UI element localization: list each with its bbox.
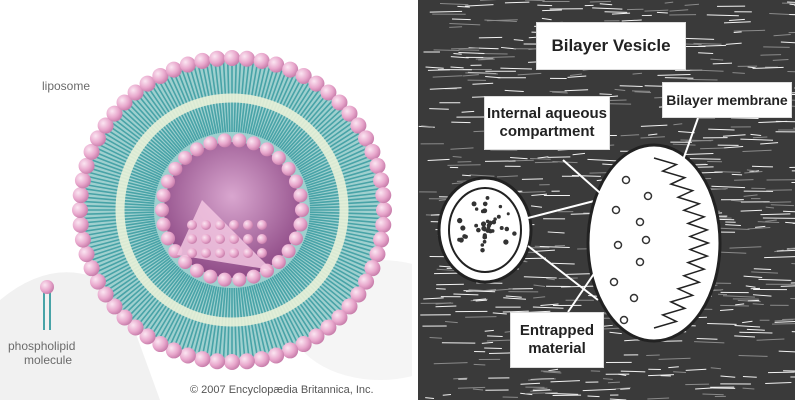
phospholipid-label: phospholipid [8,340,75,353]
bilayer-membrane-box: Bilayer membrane [662,82,792,118]
zoom-line [528,200,598,218]
membrane-label: Bilayer membrane [666,91,787,109]
liposome-sphere [72,50,392,370]
bilayer-vesicle-sketch-panel: Bilayer Vesicle Internal aqueous compart… [418,0,795,400]
title-box: Bilayer Vesicle [536,22,686,70]
liposome-illustration-panel: liposome phospholipid molecule © 2007 En… [0,0,412,400]
internal-compartment-box: Internal aqueous compartment [484,96,610,150]
entrapped-label-line1: Entrapped [520,322,594,340]
molecule-label: molecule [24,354,72,367]
title-text: Bilayer Vesicle [551,37,670,55]
entrapped-material-box: Entrapped material [510,312,604,368]
internal-label-line1: Internal aqueous [487,105,607,123]
large-vesicle-section [588,145,720,341]
liposome-label: liposome [42,80,90,93]
small-vesicle [439,178,531,282]
copyright-text: © 2007 Encyclopædia Britannica, Inc. [190,384,374,397]
internal-label-line2: compartment [499,123,594,141]
entrapped-label-line2: material [528,340,586,358]
